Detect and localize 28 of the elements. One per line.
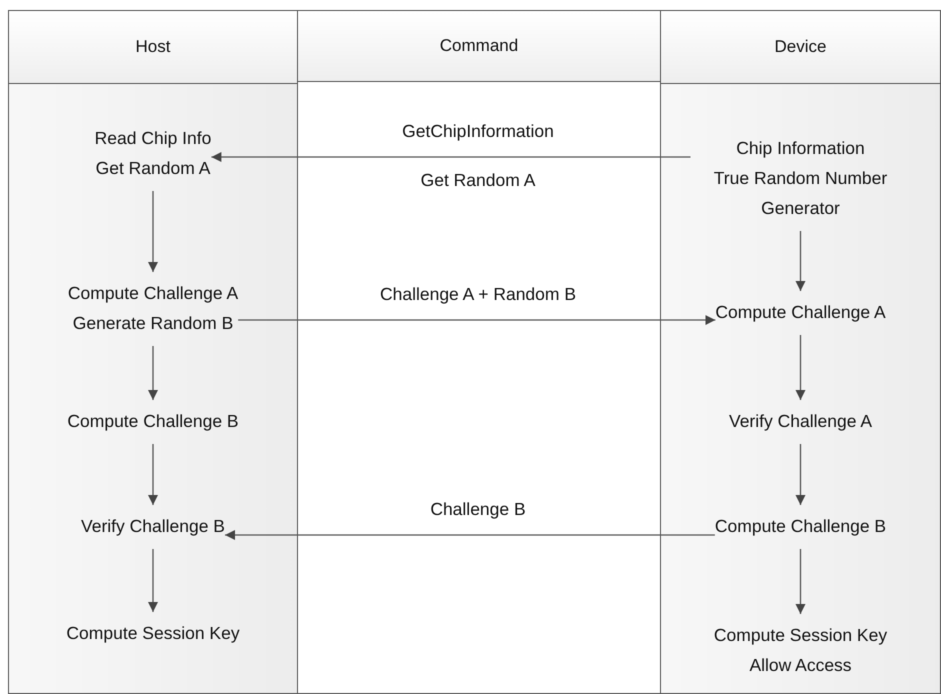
process-step: Read Chip Info Get Random A (94, 123, 212, 183)
process-step: Compute Challenge A (715, 297, 886, 327)
process-step: Compute Challenge A Generate Random B (68, 278, 238, 338)
arrow (148, 191, 158, 272)
arrow (148, 346, 158, 400)
process-step: Verify Challenge B (81, 511, 225, 541)
swimlane (8, 10, 298, 694)
arrow (796, 335, 806, 400)
edge-label: Challenge A + Random B (378, 284, 578, 305)
arrow (148, 444, 158, 505)
arrow (148, 549, 158, 612)
lane-header: Host (9, 11, 297, 84)
edge-label: GetChipInformation (400, 121, 556, 142)
process-step: Verify Challenge A (728, 406, 872, 436)
lane-header: Device (661, 11, 940, 84)
arrow (796, 549, 806, 614)
process-step: Compute Session Key Allow Access (714, 620, 888, 680)
process-step: Compute Challenge B (714, 511, 886, 541)
arrow (796, 444, 806, 505)
process-step: Compute Challenge B (67, 406, 239, 436)
swimlane (660, 10, 941, 694)
edge-label: Challenge B (428, 499, 528, 520)
process-step: Compute Session Key (66, 618, 240, 648)
arrow (211, 152, 690, 162)
arrow (796, 231, 806, 291)
arrow (224, 530, 715, 540)
arrow (238, 315, 716, 325)
process-step: Chip Information True Random Number Generator (690, 133, 910, 223)
